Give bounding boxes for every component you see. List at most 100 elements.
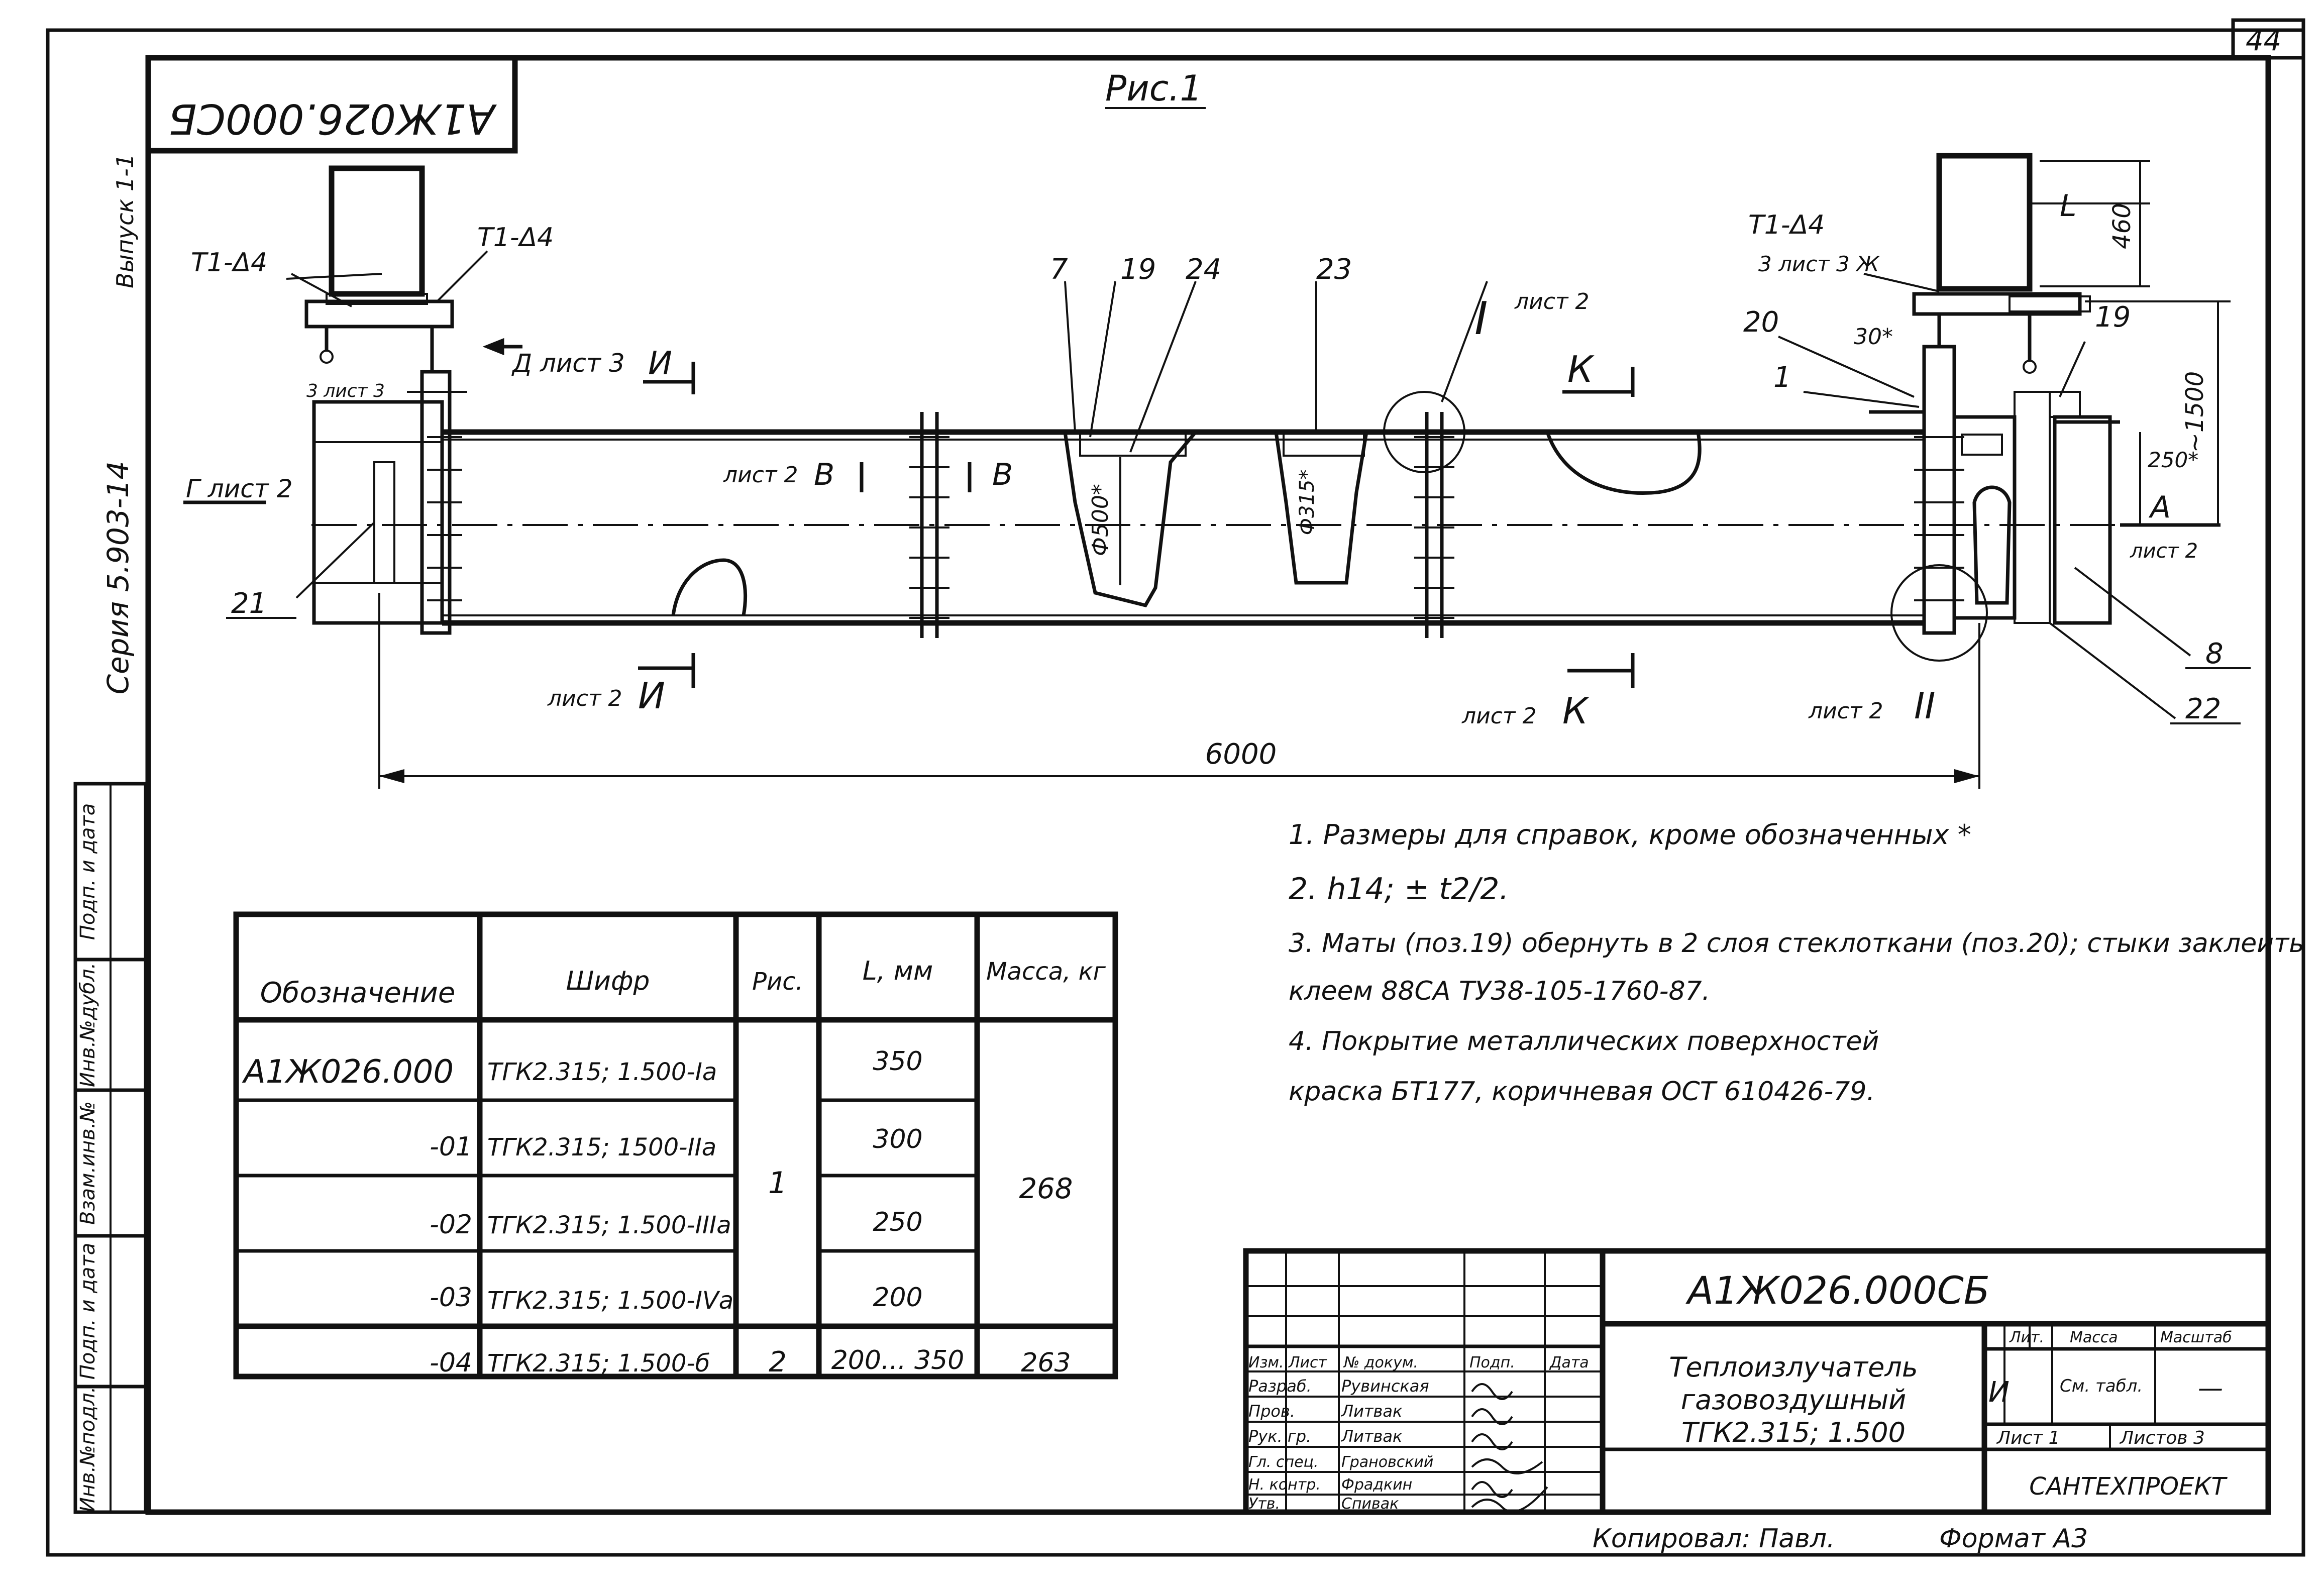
designation-stamp: А1Ж026.000СБ bbox=[168, 94, 497, 142]
note-2: 2. h14; ± t2/2. bbox=[1289, 872, 1509, 907]
vt-row4-designation: -04 bbox=[430, 1348, 472, 1378]
tb-col-doc: № докум. bbox=[1343, 1354, 1418, 1371]
tb-title-1: Теплоизлучатель bbox=[1669, 1351, 1918, 1383]
note-4b: краска БТ177, коричневая ОСТ 610426-79. bbox=[1289, 1077, 1875, 1107]
vt-header-l: L, мм bbox=[863, 956, 933, 986]
tb-col-list: Лист bbox=[1288, 1354, 1328, 1371]
pos-20: 20 bbox=[1743, 306, 1779, 339]
format-label: Формат А3 bbox=[1939, 1524, 2088, 1554]
series-label: Серия 5.903-14 bbox=[101, 461, 135, 695]
margin-label-podp-2: Подп. и дата bbox=[76, 803, 99, 940]
tb-name-2: Литвак bbox=[1341, 1427, 1403, 1446]
node-ii: II bbox=[1914, 685, 1935, 727]
view-k-top: К bbox=[1567, 348, 1595, 390]
tb-role-1: Пров. bbox=[1248, 1402, 1295, 1421]
vt-row4-mass: 263 bbox=[1021, 1348, 1071, 1378]
pos-7: 7 bbox=[1050, 253, 1068, 286]
tb-role-3: Гл. спец. bbox=[1248, 1453, 1318, 1471]
view-d: Д лист 3 bbox=[511, 349, 625, 378]
pos-19-top: 19 bbox=[1120, 253, 1156, 286]
tb-col-date: Дата bbox=[1549, 1354, 1589, 1371]
pipe-joint-1 bbox=[909, 412, 949, 638]
tb-role-5: Утв. bbox=[1248, 1495, 1280, 1513]
release-label: Выпуск 1-1 bbox=[112, 154, 139, 288]
section-v1: В bbox=[814, 457, 834, 492]
section-i-sheet: лист 2 bbox=[547, 686, 622, 711]
figure-label: Рис.1 bbox=[1105, 68, 1202, 109]
page-number-box bbox=[2231, 18, 2305, 60]
tb-lit-label: Лит. bbox=[2009, 1329, 2044, 1346]
note-3a: 3. Маты (поз.19) обернуть в 2 слоя стекл… bbox=[1289, 928, 2304, 959]
margin-label-inv-podl: Инв.№подл. bbox=[76, 1387, 99, 1513]
title-block: Изм. Лист № докум. Подп. Дата Разраб. Ру… bbox=[1243, 1248, 2271, 1515]
vt-row0-code: ТГК2.315; 1.500-Iа bbox=[487, 1058, 717, 1086]
tb-role-4: Н. контр. bbox=[1248, 1476, 1321, 1494]
tb-scale-value: — bbox=[2198, 1373, 2223, 1403]
section-v2: В bbox=[992, 457, 1013, 492]
node-ii-circle bbox=[1890, 564, 1988, 662]
vt-row1-designation: -01 bbox=[430, 1132, 472, 1162]
tb-lit-value: И bbox=[1988, 1376, 2010, 1409]
vt-row4-code: ТГК2.315; 1.500-б bbox=[487, 1349, 710, 1378]
weld-right: Т1-Δ4 bbox=[1748, 210, 1825, 240]
view-a: А bbox=[2148, 490, 2171, 525]
vt-header-designation: Обозначение bbox=[260, 977, 456, 1009]
vt-row4-fig: 2 bbox=[769, 1346, 787, 1379]
vt-header-fig: Рис. bbox=[752, 968, 803, 996]
weld-left-1: Т1-Δ4 bbox=[191, 248, 267, 278]
vt-row1-mass: 268 bbox=[1019, 1173, 1073, 1205]
leader-lines bbox=[286, 250, 2191, 719]
tb-name-5: Спивак bbox=[1341, 1495, 1399, 1513]
vt-row2-code: ТГК2.315; 1.500-IIIа bbox=[487, 1211, 731, 1239]
vt-row4-l: 200... 350 bbox=[831, 1345, 965, 1376]
weld-left-2: Т1-Δ4 bbox=[477, 223, 554, 253]
variants-table: Обозначение Шифр Рис. L, мм Масса, кг А1… bbox=[233, 911, 1118, 1380]
right-motor bbox=[1936, 153, 2033, 292]
section-arrows bbox=[183, 338, 2221, 688]
node-i: I bbox=[1474, 292, 1488, 345]
tb-role-0: Разраб. bbox=[1248, 1377, 1312, 1396]
margin-label-vzam: Взам.инв.№ bbox=[76, 1101, 99, 1225]
view-g: Г лист 2 bbox=[186, 474, 293, 503]
dim-6000: 6000 bbox=[1205, 738, 1277, 771]
tb-name-1: Литвак bbox=[1341, 1402, 1403, 1421]
vt-row0-designation: А1Ж026.000 bbox=[242, 1053, 454, 1091]
vt-row3-code: ТГК2.315; 1.500-IVа bbox=[487, 1287, 733, 1315]
tb-scale-label: Масштаб bbox=[2160, 1329, 2232, 1346]
view-z-left: 3 лист 3 bbox=[306, 381, 385, 401]
right-cutout bbox=[1545, 431, 1702, 495]
pos-19-right: 19 bbox=[2095, 301, 2131, 334]
view-z-right: 3 лист 3 Ж bbox=[1758, 252, 1880, 276]
page-number: 44 bbox=[2246, 25, 2281, 57]
note-1: 1. Размеры для справок, кроме обозначенн… bbox=[1289, 819, 1971, 851]
cutaway-315 bbox=[1274, 432, 1368, 585]
heater-assembly: Ф500* Ф315* 460 L bbox=[183, 153, 2231, 789]
inner-frame bbox=[145, 55, 2271, 1515]
notes: 1. Размеры для справок, кроме обозначенн… bbox=[1289, 819, 2304, 1107]
section-v-sheet: лист 2 bbox=[723, 462, 798, 488]
dim-1500: ~1500 bbox=[2181, 371, 2209, 453]
tb-sheets-label: Листов 3 bbox=[2119, 1428, 2205, 1448]
vt-row3-l: 200 bbox=[873, 1283, 922, 1313]
margin-table: Инв.№подл. Подп. и дата Взам.инв.№ Инв.№… bbox=[73, 782, 148, 1514]
pos-24: 24 bbox=[1186, 253, 1221, 286]
dim-30: 30* bbox=[1854, 324, 1893, 350]
note-3b: клеем 88СА ТУ38-105-1760-87. bbox=[1289, 976, 1710, 1006]
node-i-circle bbox=[1383, 391, 1465, 473]
section-i-top: И bbox=[648, 345, 672, 382]
vt-row2-designation: -02 bbox=[430, 1210, 472, 1240]
pos-21: 21 bbox=[231, 587, 267, 620]
dim-250: 250* bbox=[2148, 448, 2198, 472]
left-cutout bbox=[671, 558, 748, 616]
view-k-bottom: К bbox=[1562, 690, 1590, 732]
tb-mass-value: См. табл. bbox=[2060, 1376, 2143, 1396]
node-ii-sheet: лист 2 bbox=[1808, 698, 1883, 724]
callouts: Т1-Δ4 Т1-Δ4 Т1-Δ4 3 лист 3 3 лист 3 Ж Д … bbox=[186, 210, 2251, 732]
tb-title-2: газовоздушный bbox=[1681, 1384, 1907, 1416]
tb-title-3: ТГК2.315; 1.500 bbox=[1681, 1417, 1906, 1448]
signature-marks bbox=[1471, 1383, 1548, 1513]
section-i-bottom: И bbox=[638, 675, 665, 717]
dia-315-label: Ф315* bbox=[1296, 470, 1319, 536]
pipe-joint-2 bbox=[1414, 412, 1454, 638]
